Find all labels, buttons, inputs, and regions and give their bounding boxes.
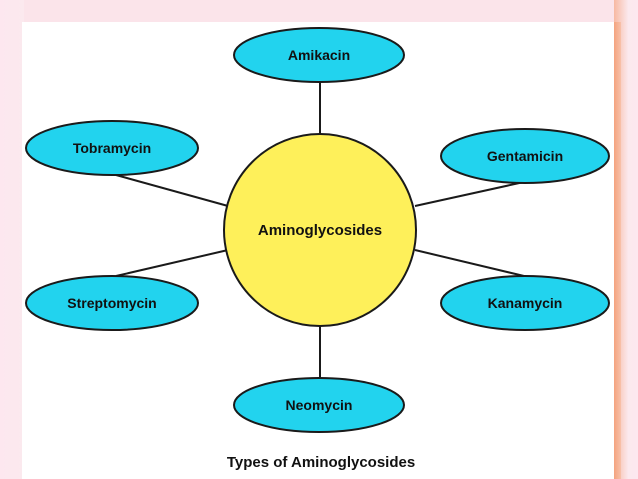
node-label: Neomycin [286,397,353,413]
connector-tobramycin [115,174,229,207]
figure-caption: Types of Aminoglycosides [226,454,416,471]
left-margin [0,0,24,479]
node-amikacin: Amikacin [233,27,405,83]
node-streptomycin: Streptomycin [25,275,199,331]
center-circle [223,133,417,327]
node-ellipse [233,377,405,433]
node-kanamycin: Kanamycin [440,275,610,331]
accent-strip [614,22,621,479]
node-ellipse [25,275,199,331]
connector-kanamycin [414,249,525,277]
node-label: Amikacin [288,47,350,63]
node-neomycin: Neomycin [233,377,405,433]
node-tobramycin: Tobramycin [25,120,199,176]
node-gentamicin: Gentamicin [440,128,610,184]
center-label: Aminoglycosides [258,222,382,239]
node-ellipse [25,120,199,176]
node-ellipse [440,128,610,184]
node-ellipse [440,275,610,331]
node-label: Tobramycin [73,140,151,156]
center-node: Aminoglycosides [223,133,417,327]
node-ellipse [233,27,405,83]
connector-streptomycin [115,249,229,277]
node-label: Streptomycin [67,295,156,311]
node-label: Kanamycin [488,295,563,311]
node-label: Gentamicin [487,148,563,164]
connector-gentamicin [414,181,525,207]
